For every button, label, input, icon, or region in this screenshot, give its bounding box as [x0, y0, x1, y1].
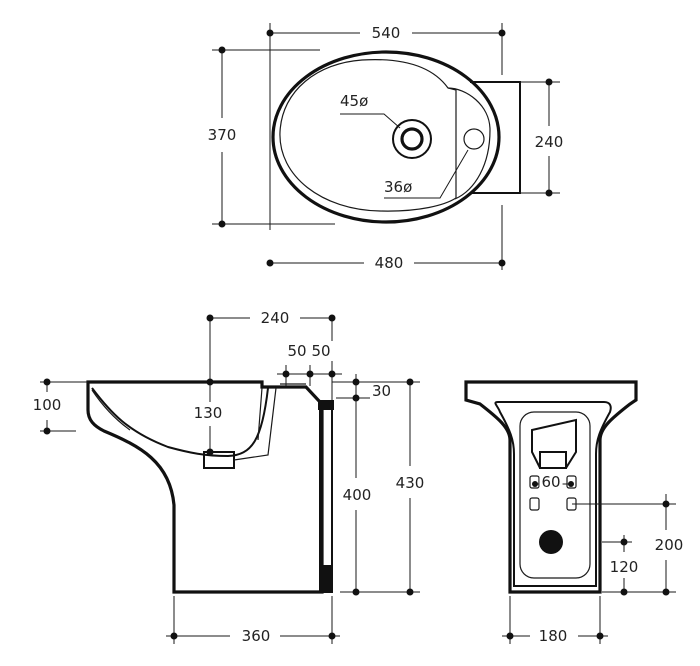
side-view: 240 50 50 100 130 30 — [30, 308, 427, 646]
fixing-hole-left — [529, 475, 540, 489]
dim-base-width: 180 — [539, 627, 568, 645]
dim-depth: 370 — [208, 126, 237, 144]
basin-inner-bowl — [279, 59, 457, 212]
waste-outer — [392, 119, 432, 159]
rear-trap — [531, 418, 577, 469]
dim-waste-offset: 130 — [194, 404, 223, 422]
supply-outlet — [539, 530, 563, 554]
pedestal-body — [86, 380, 324, 594]
dim-supply-height: 120 — [610, 558, 639, 576]
wall-bracket — [470, 81, 521, 194]
rear-inner-frame — [494, 401, 612, 587]
dim-fixing-spacing: 60 — [541, 473, 560, 491]
bowl-inner-curve — [91, 387, 269, 458]
dim-gap-2: 50 — [311, 342, 330, 360]
basin-outer-rim — [271, 50, 501, 224]
top-view: 540 370 240 480 45ø 36ø — [205, 23, 566, 273]
bowl-shell-line — [91, 389, 131, 431]
dim-bowl-depth: 100 — [33, 396, 62, 414]
dim-rim: 30 — [372, 382, 391, 400]
rear-view: 60 200 120 180 — [464, 380, 686, 646]
tap-deck — [447, 87, 491, 200]
fixing-hole-right — [566, 475, 577, 489]
label-waste-diameter: 45ø — [340, 92, 368, 110]
dim-centre-to-wall: 240 — [261, 309, 290, 327]
dim-base-depth: 360 — [242, 627, 271, 645]
label-tap-diameter: 36ø — [384, 178, 412, 196]
waste-inner — [400, 127, 424, 151]
dim-gap-1: 50 — [287, 342, 306, 360]
rear-panel — [519, 411, 591, 579]
wall-plate-foot — [320, 565, 332, 592]
tap-hole — [463, 128, 485, 150]
dim-bracket: 240 — [535, 133, 564, 151]
dim-overall-width: 540 — [372, 24, 401, 42]
dim-bowl-width: 480 — [375, 254, 404, 272]
dim-overall-height: 430 — [396, 474, 425, 492]
dim-pedestal-height: 400 — [343, 486, 372, 504]
rear-outline — [464, 380, 638, 594]
dim-outlet-height: 200 — [655, 536, 684, 554]
